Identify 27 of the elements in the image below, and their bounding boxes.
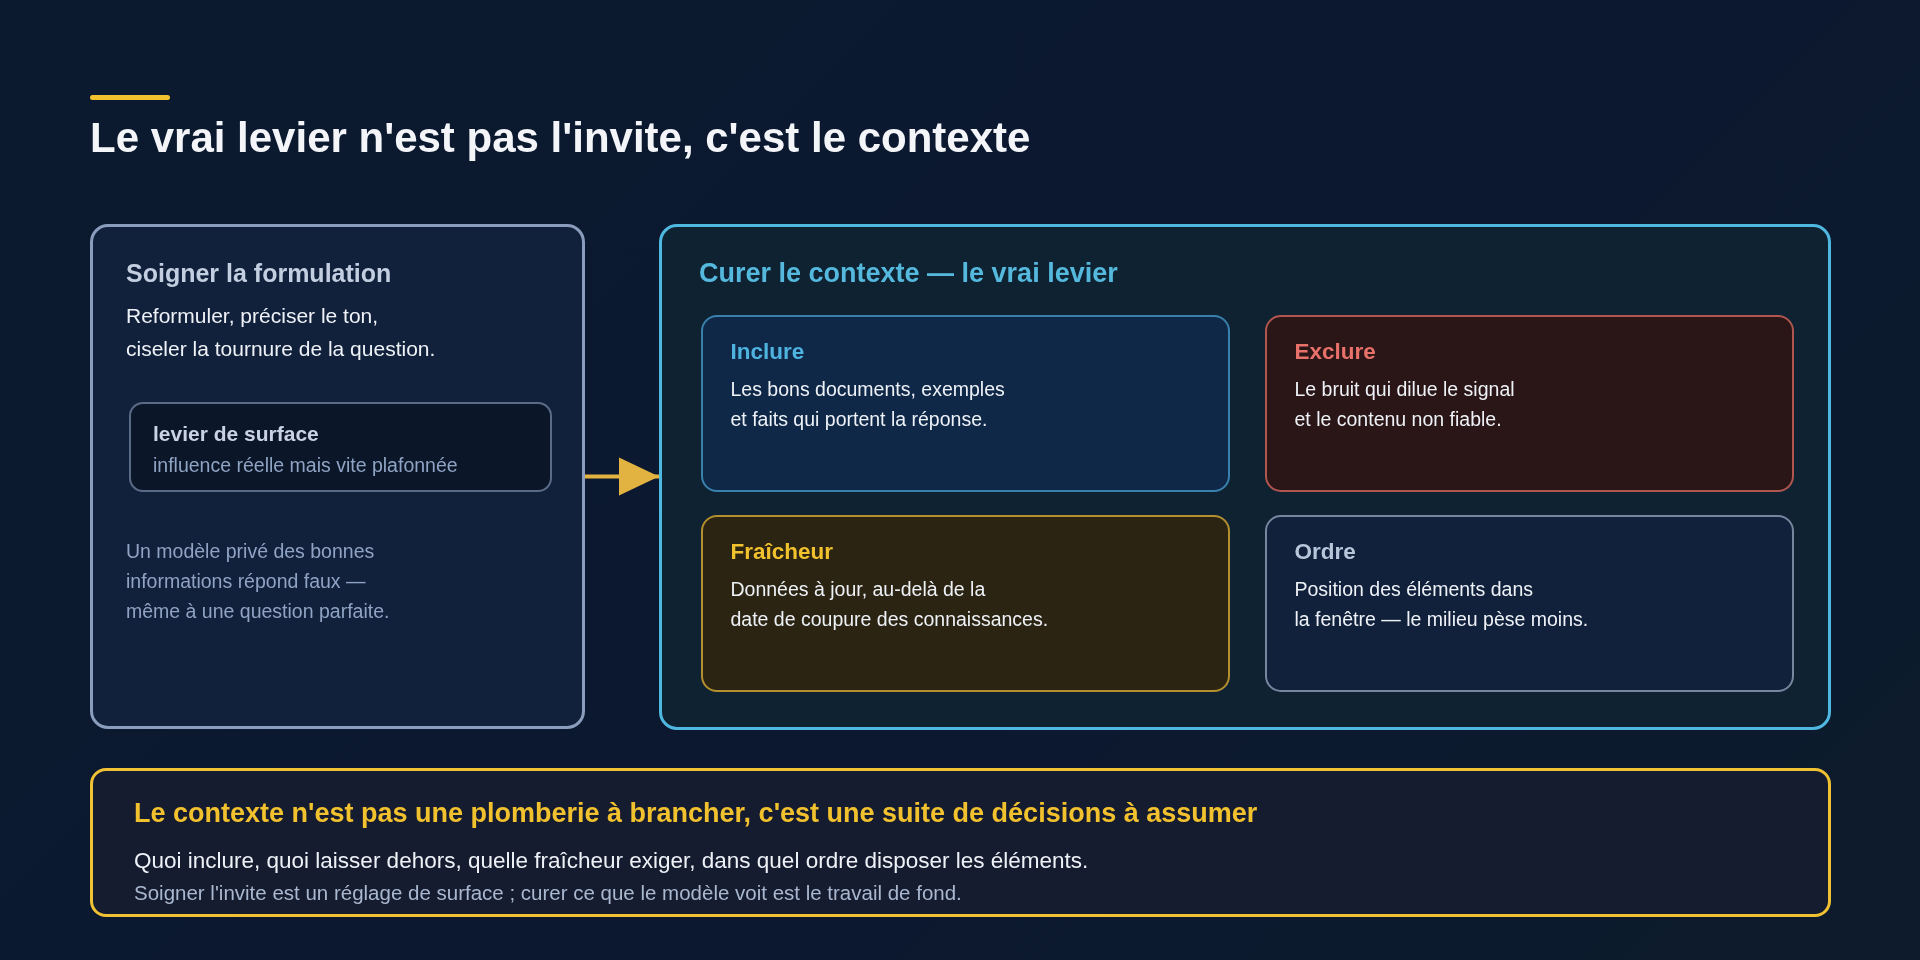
card-heading: levier de surface — [153, 421, 319, 446]
panel-heading: Curer le contexte — le vrai levier — [699, 257, 1118, 289]
title: Le vrai levier n'est pas l'invite, c'est le contexte — [90, 114, 1031, 162]
card-heading: Inclure — [730, 338, 805, 365]
card-heading: Ordre — [1294, 538, 1356, 565]
summary-box — [90, 768, 1831, 917]
panel — [659, 224, 1831, 730]
summary-heading: Le contexte n'est pas une plomberie à brancher, c'est une suite de décisions à assumer — [134, 797, 1258, 829]
arrow — [585, 457, 659, 496]
card — [701, 315, 1230, 492]
summary-text: Quoi inclure, quoi laisser dehors, quelle fraîcheur exiger, dans quel ordre disposer les éléments. — [134, 846, 1089, 874]
inset-card — [129, 402, 552, 492]
card — [701, 515, 1230, 692]
card-heading: Exclure — [1294, 338, 1376, 365]
card-heading: Fraîcheur — [730, 538, 834, 565]
card-text: Données à jour, au-delà de la date de coupure des connaissances. — [730, 576, 1049, 632]
card — [1265, 315, 1794, 492]
card-text: Les bons documents, exemples et faits qui portent la réponse. — [730, 376, 1005, 432]
panel — [90, 224, 585, 729]
note-text: Un modèle privé des bonnes informations répond faux — même à une question parfaite. — [126, 539, 390, 624]
card-text: influence réelle mais vite plafonnée — [153, 453, 458, 477]
note-text: Soigner l'invite est un réglage de surface ; curer ce que le modèle voit est le travail de fond. — [134, 881, 962, 905]
card-text: Le bruit qui dilue le signal et le contenu non fiable. — [1294, 376, 1515, 432]
panel-text: Reformuler, préciser le ton, ciseler la tournure de la question. — [126, 303, 436, 362]
card — [1265, 515, 1794, 692]
card-text: Position des éléments dans la fenêtre — le milieu pèse moins. — [1294, 576, 1589, 632]
panel-heading: Soigner la formulation — [126, 258, 392, 288]
